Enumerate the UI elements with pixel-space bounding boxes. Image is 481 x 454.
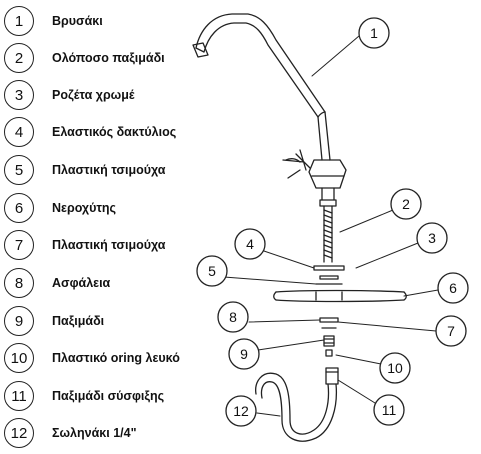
spout-drawing [192,13,331,161]
callout-number: 3 [428,230,436,246]
legend-item-1: 1 Βρυσάκι [4,5,103,37]
threaded-stem-drawing [323,205,333,263]
legend-label: Βρυσάκι [52,14,103,28]
legend-label: Ολόποσο παξιμάδι [52,51,165,65]
legend-label: Σωληνάκι 1/4" [52,426,137,440]
callout-4: 4 [234,228,266,260]
compression-nut-drawing [325,367,339,385]
legend-item-5: 5 Πλαστική τσιμούχα [4,154,165,186]
callout-number: 5 [208,263,216,279]
callout-number: 6 [449,280,457,296]
legend-item-7: 7 Πλαστική τσιμούχα [4,229,165,261]
callout-2: 2 [390,188,422,220]
lower-gasket-drawing [319,317,339,329]
tube-drawing [255,372,338,442]
callout-10: 10 [379,352,411,384]
callout-number: 1 [370,25,378,41]
valve-body-drawing [282,149,347,207]
legend-number: 10 [4,343,34,373]
legend-label: Παξιμάδι [52,314,105,328]
callout-11: 11 [373,394,405,426]
legend-item-3: 3 Ροζέτα χρωμέ [4,79,135,111]
legend-item-11: 11 Παξιμάδι σύσφιξης [4,380,164,412]
callout-3: 3 [416,222,448,254]
legend-label: Νεροχύτης [52,201,117,215]
legend-number: 2 [4,43,34,73]
legend-label: Ασφάλεια [52,276,111,290]
callout-number: 8 [229,309,237,325]
callout-6: 6 [437,272,469,304]
legend-number: 1 [4,6,34,36]
callout-number: 4 [246,236,254,252]
callout-7: 7 [435,315,467,347]
legend-number: 5 [4,155,34,185]
rosette-drawing [313,265,345,280]
callout-5: 5 [196,255,228,287]
callout-number: 11 [382,402,397,418]
callout-number: 9 [240,346,248,362]
parts-legend: 1 Βρυσάκι 2 Ολόποσο παξιμάδι 3 Ροζέτα χρ… [0,0,200,454]
legend-number: 8 [4,268,34,298]
legend-number: 7 [4,230,34,260]
sink-drawing [273,289,407,303]
legend-item-10: 10 Πλαστικό oring λευκό [4,342,180,374]
legend-item-4: 4 Ελαστικός δακτύλιος [4,116,176,148]
legend-label: Παξιμάδι σύσφιξης [52,389,165,403]
callout-number: 7 [447,323,455,339]
legend-number: 6 [4,193,34,223]
legend-item-12: 12 Σωληνάκι 1/4" [4,417,137,449]
callout-9: 9 [228,338,260,370]
legend-label: Ροζέτα χρωμέ [52,88,135,102]
legend-label: Πλαστική τσιμούχα [52,238,166,252]
legend-label: Πλαστική τσιμούχα [52,163,166,177]
legend-number: 12 [4,418,34,448]
legend-number: 11 [4,381,34,411]
legend-number: 3 [4,80,34,110]
nut-drawing [323,335,335,357]
legend-label: Ελαστικός δακτύλιος [52,125,177,139]
callout-number: 2 [402,196,410,212]
legend-item-8: 8 Ασφάλεια [4,267,110,299]
legend-item-6: 6 Νεροχύτης [4,192,116,224]
legend-item-9: 9 Παξιμάδι [4,305,104,337]
callout-number: 12 [233,403,249,419]
legend-label: Πλαστικό oring λευκό [52,351,180,365]
leader-lines [223,35,439,417]
callout-8: 8 [217,301,249,333]
legend-number: 9 [4,306,34,336]
legend-number: 4 [4,117,34,147]
callout-number: 10 [387,360,403,376]
callout-1: 1 [358,17,390,49]
callout-12: 12 [225,395,257,427]
legend-item-2: 2 Ολόποσο παξιμάδι [4,42,165,74]
